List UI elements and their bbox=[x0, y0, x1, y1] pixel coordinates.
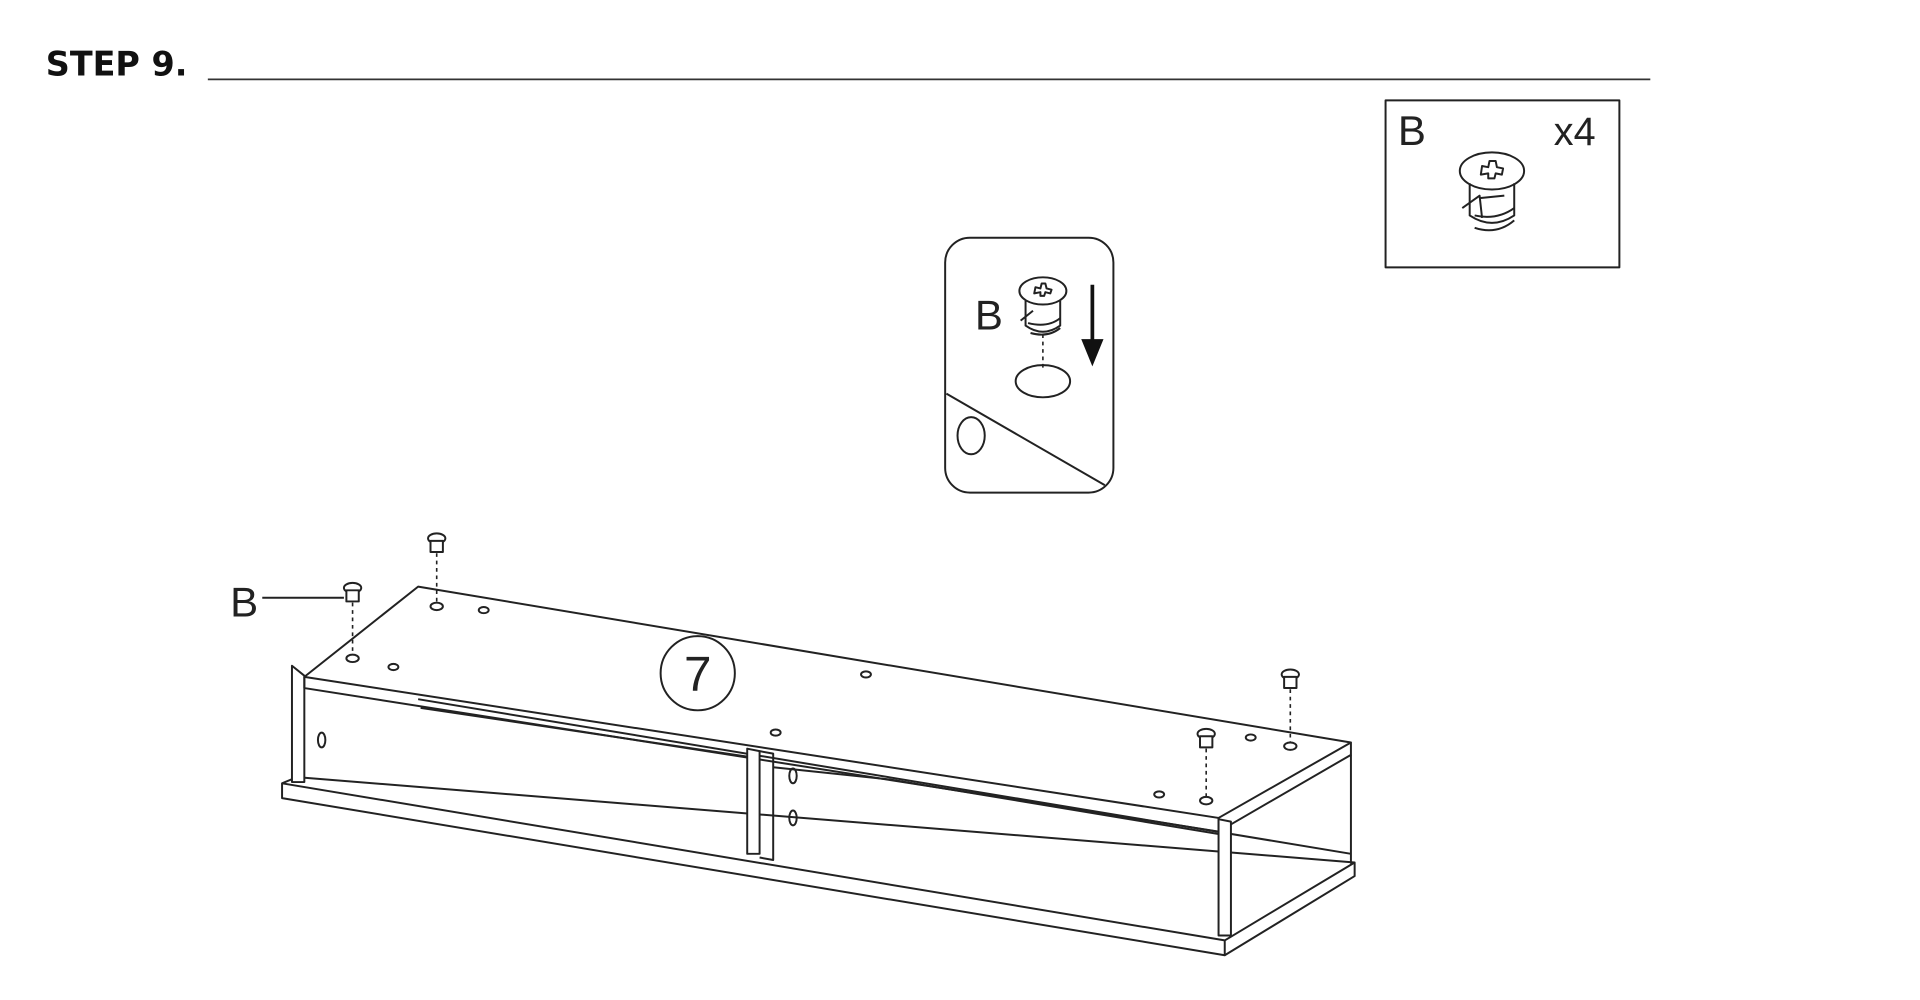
parts-box: B x4 bbox=[1384, 99, 1621, 269]
cam-lock-icon bbox=[342, 532, 1300, 749]
detail-callout: B bbox=[944, 236, 1115, 494]
arrow-down-icon bbox=[1081, 284, 1104, 367]
part-label: B bbox=[230, 578, 258, 625]
part-letter: B bbox=[1398, 107, 1426, 154]
panel-number: 7 bbox=[684, 647, 712, 702]
cam-lock-icon bbox=[1458, 151, 1526, 232]
part-quantity: x4 bbox=[1554, 110, 1596, 154]
step-title: STEP 9. bbox=[46, 45, 188, 84]
shelf-assembly: 7 B bbox=[230, 532, 1356, 957]
cam-lock-icon bbox=[1018, 276, 1068, 336]
callout-part-letter: B bbox=[975, 291, 1003, 338]
